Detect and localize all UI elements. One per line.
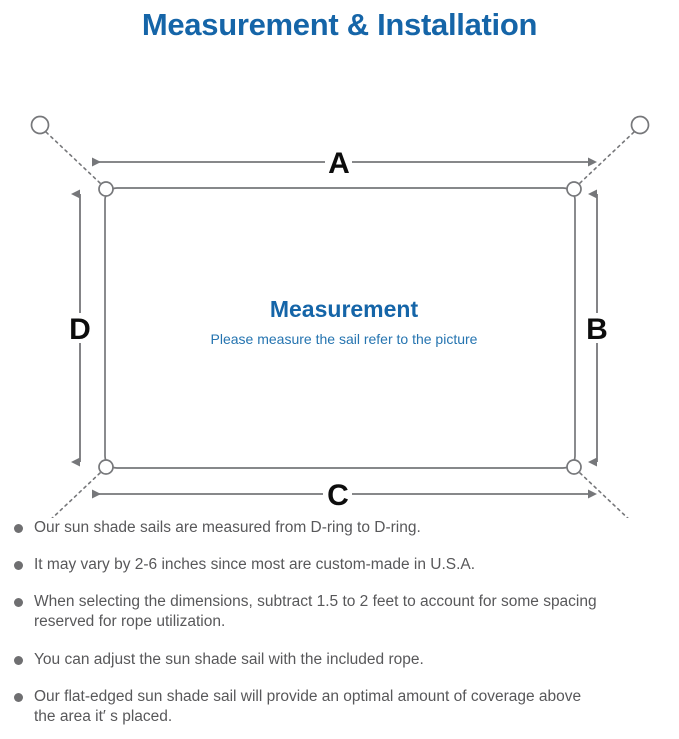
- list-item: It may vary by 2-6 inches since most are…: [14, 555, 661, 575]
- note-text: Our flat-edged sun shade sail will provi…: [34, 687, 582, 725]
- rope-line-bottom-right: [579, 472, 629, 518]
- bullet-icon: [14, 598, 23, 608]
- dimension-arrow-c: C: [92, 479, 597, 512]
- measurement-diagram: A C D B Measurement Please measure the s…: [0, 48, 679, 518]
- d-ring-top-left-icon: [98, 181, 114, 197]
- rope-line-top-right: [579, 131, 635, 184]
- diagram-center-heading: Measurement: [270, 296, 419, 322]
- d-ring-top-right-icon: [566, 181, 582, 197]
- rope-line-top-left: [45, 131, 101, 184]
- bullet-icon: [14, 692, 23, 702]
- dimension-arrow-a: A: [92, 147, 597, 180]
- dimension-label-d: D: [69, 313, 91, 346]
- shade-sail-diagram-svg: A C D B Measurement Please measure the s…: [30, 115, 650, 518]
- note-text: When selecting the dimensions, subtract …: [34, 593, 597, 631]
- note-text: You can adjust the sun shade sail with t…: [34, 650, 424, 668]
- note-text: Our sun shade sails are measured from D-…: [34, 519, 421, 536]
- list-item: Our flat-edged sun shade sail will provi…: [14, 687, 661, 727]
- page-title: Measurement & Installation: [141, 7, 538, 42]
- rope-lines: [45, 131, 635, 518]
- anchor-point-top-left-icon: [30, 115, 50, 135]
- anchor-point-top-right-icon: [630, 115, 650, 135]
- rope-line-bottom-left: [51, 472, 101, 518]
- bullet-icon: [14, 561, 23, 571]
- dimension-arrow-b: B: [586, 189, 608, 467]
- list-item: Our sun shade sails are measured from D-…: [14, 518, 661, 538]
- anchor-points: [30, 115, 650, 135]
- bullet-icon: [14, 524, 23, 533]
- d-ring-bottom-left-icon: [98, 459, 114, 475]
- list-item: When selecting the dimensions, subtract …: [14, 592, 661, 632]
- list-item: You can adjust the sun shade sail with t…: [14, 650, 661, 670]
- note-text: It may vary by 2-6 inches since most are…: [34, 556, 476, 574]
- notes-list: Our sun shade sails are measured from D-…: [0, 518, 679, 727]
- dimension-label-b: B: [586, 313, 608, 346]
- dimension-label-c: C: [327, 479, 349, 512]
- d-ring-bottom-right-icon: [566, 459, 582, 475]
- dimension-label-a: A: [328, 147, 350, 180]
- bullet-icon: [14, 655, 23, 665]
- diagram-center-subheading: Please measure the sail refer to the pic…: [211, 331, 478, 347]
- d-rings: [98, 181, 582, 475]
- page-header: Measurement & Installation: [0, 0, 679, 48]
- dimension-arrow-d: D: [69, 189, 91, 467]
- shade-sail-body: [104, 187, 576, 469]
